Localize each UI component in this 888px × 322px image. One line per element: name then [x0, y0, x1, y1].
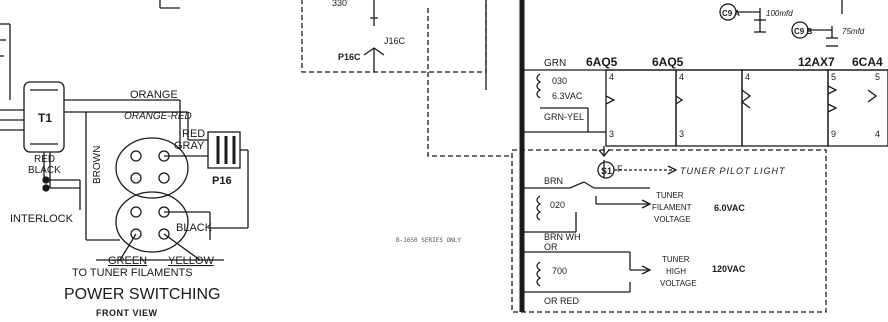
orange-red-wire-label: ORANGE-RED	[124, 111, 192, 122]
pin-label: 3	[679, 129, 684, 139]
tube-2-label: 6AQ5	[652, 55, 684, 69]
grn-yel-label: GRN-YEL	[544, 112, 584, 122]
left-wiring	[0, 23, 24, 131]
black-label: BLACK	[28, 165, 61, 176]
p16-label: P16	[212, 175, 232, 187]
filament-voltage-value: 6.0VAC	[714, 203, 745, 213]
red-wire-label: RED	[182, 128, 205, 140]
pin-label: 5	[831, 72, 836, 82]
to-tuner-filaments-label: TO TUNER FILAMENTS	[72, 267, 193, 279]
filament-voltage-label: 6.3VAC	[552, 91, 583, 101]
s1-label: S1	[601, 166, 612, 176]
pin-label: 4	[609, 72, 614, 82]
winding-3-label: 700	[552, 266, 567, 276]
high-voltage-value: 120VAC	[712, 264, 746, 274]
pin-label: 4	[679, 72, 684, 82]
pin-label: 4	[875, 129, 880, 139]
interlock-label: INTERLOCK	[10, 213, 74, 225]
tuner-pilot-light-label: TUNER PILOT LIGHT	[680, 166, 786, 176]
yellow-wire-label: YELLOW	[168, 255, 214, 267]
p16c-label: P16C	[338, 52, 361, 62]
winding-icon	[536, 73, 542, 99]
red-label: RED	[34, 154, 55, 165]
brn-label: BRN	[544, 176, 563, 186]
tuner-hv-label-1: TUNER	[662, 255, 690, 264]
or-label: OR	[544, 242, 558, 252]
front-view-subtitle: FRONT VIEW	[96, 308, 158, 318]
gray-wire-label: GRAY	[174, 140, 205, 152]
c9a-label: C9 A	[722, 9, 740, 18]
brn-wh-label: BRN WH	[544, 232, 581, 242]
pin-label: 9	[831, 129, 836, 139]
power-switch[interactable]	[96, 100, 224, 261]
filament-string	[522, 69, 888, 158]
c9b-label: C9 B	[794, 27, 812, 36]
p16-connector	[207, 131, 249, 229]
pin-label: 3	[609, 129, 614, 139]
c9-capacitors	[719, 0, 843, 47]
tuner-box	[511, 149, 827, 313]
top-connector-block	[159, 0, 487, 90]
winding-1-label: 030	[552, 76, 567, 86]
capacitor-symbol	[370, 17, 378, 26]
or-red-label: OR RED	[544, 296, 580, 306]
grn-label: GRN	[544, 58, 566, 69]
cap-value-label: 330	[332, 0, 347, 8]
c9b-value: 75mfd	[842, 27, 865, 36]
c9a-value: 100mfd	[766, 9, 793, 18]
interlock-wiring	[42, 112, 120, 241]
tuner-hv-label-2: HIGH	[666, 267, 686, 276]
transformer-t1	[23, 81, 188, 188]
orange-wire-label: ORANGE	[130, 89, 178, 101]
tuner-filament-label-3: VOLTAGE	[654, 215, 691, 224]
black-wire-label: BLACK	[176, 222, 213, 234]
j16c-label: J16C	[384, 36, 406, 46]
pin-label: 4	[745, 72, 750, 82]
dashed-link	[427, 8, 512, 157]
tuner-windings	[522, 160, 678, 293]
tube-1-label: 6AQ5	[586, 55, 618, 69]
pin-label: 5	[875, 72, 880, 82]
power-switching-title: POWER SWITCHING	[64, 286, 220, 303]
series-note: B-1650 SERIES ONLY	[396, 237, 461, 244]
dashed-enclosure	[301, 0, 487, 73]
s1-suffix: F	[617, 164, 623, 174]
tube-3-label: 12AX7	[798, 55, 835, 69]
tube-4-label: 6CA4	[852, 55, 883, 69]
tuner-hv-label-3: VOLTAGE	[660, 279, 697, 288]
t1-label: T1	[38, 111, 52, 125]
winding-2-label: 020	[550, 200, 565, 210]
tuner-filament-label-2: FILAMENT	[652, 203, 692, 212]
green-wire-label: GREEN	[108, 255, 147, 267]
tuner-filament-label-1: TUNER	[656, 191, 684, 200]
brown-wire-label: BROWN	[92, 146, 103, 184]
